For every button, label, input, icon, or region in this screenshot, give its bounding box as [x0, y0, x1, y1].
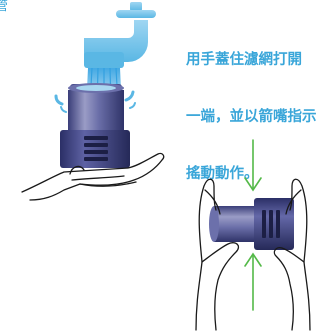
- shake-instruction-caption: 用手蓋住濾網打開 一端，並以箭嘴指示 搖動動作。: [186, 13, 330, 203]
- hand-icon: [195, 178, 311, 331]
- filter-icon: [209, 198, 294, 250]
- cut-off-instruction-text: 管: [0, 0, 8, 14]
- hand-icon: [21, 152, 165, 201]
- tap-icon: [84, 2, 156, 68]
- arrow-down-icon: [244, 139, 262, 192]
- filter-icon: [60, 83, 130, 168]
- caption-line-2: 一端，並以箭嘴指示: [186, 109, 317, 125]
- caption-line-3: 搖動動作。: [186, 166, 259, 182]
- caption-line-1: 用手蓋住濾網打開: [186, 52, 302, 68]
- arrow-up-icon: [244, 252, 262, 311]
